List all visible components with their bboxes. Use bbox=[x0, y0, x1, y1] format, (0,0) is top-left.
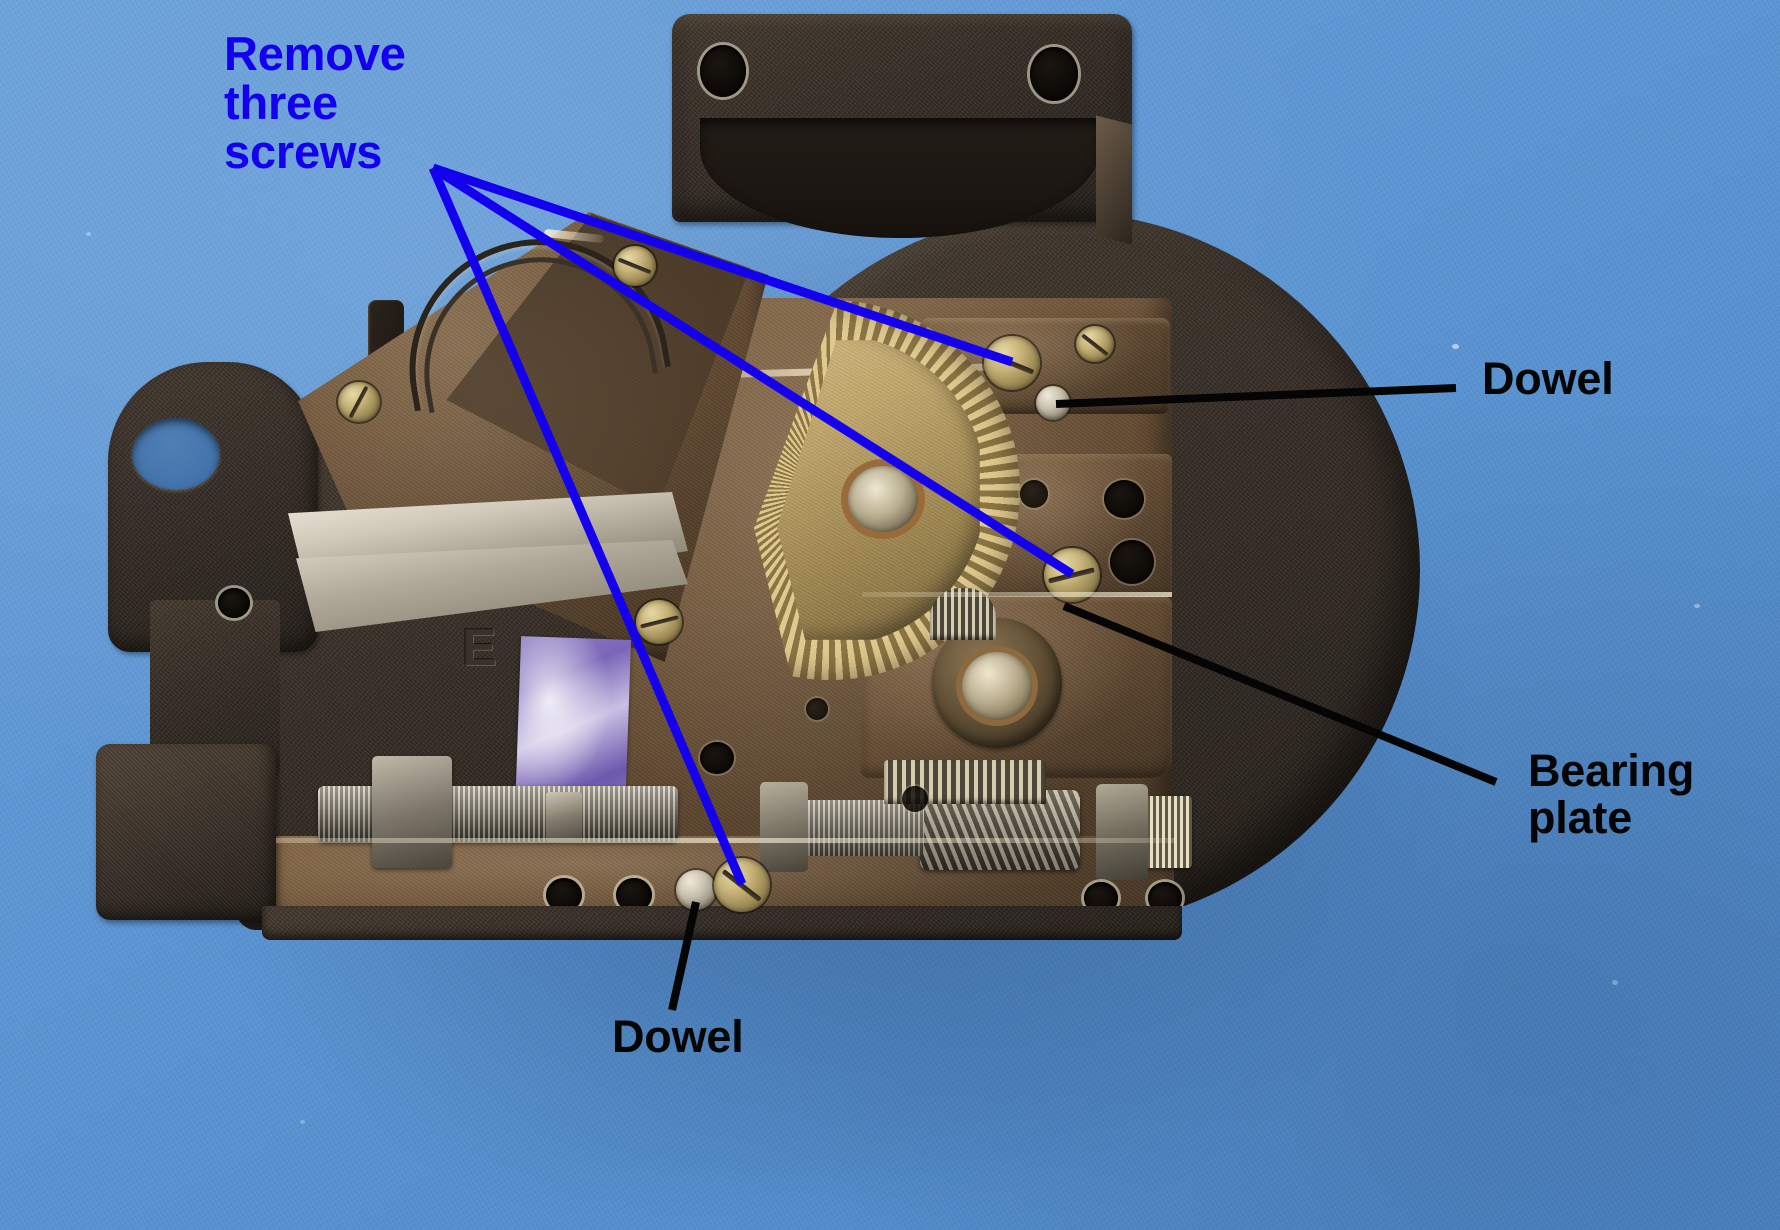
label-bearing-plate: Bearing plate bbox=[1528, 745, 1695, 843]
dowel-pin-upper bbox=[1036, 386, 1070, 420]
bearing-plate-hole-5 bbox=[700, 742, 734, 774]
screw-plate-small bbox=[1076, 326, 1114, 362]
worm-shaft bbox=[798, 800, 924, 856]
base-strip bbox=[262, 906, 1182, 940]
screw-cover-bottom bbox=[636, 600, 682, 644]
cloth-speck bbox=[1612, 980, 1618, 985]
label-dowel-upper: Dowel bbox=[1482, 353, 1614, 404]
dowel-pin-lower bbox=[676, 870, 716, 910]
label-dowel-lower: Dowel bbox=[612, 1011, 744, 1062]
cloth-speck bbox=[1694, 604, 1700, 608]
worm-end-cap bbox=[760, 782, 808, 872]
instruction-label-remove-three-screws: Remove three screws bbox=[224, 27, 406, 178]
embossed-letter: E bbox=[462, 619, 497, 677]
bracket-bolt-hole-right bbox=[1030, 47, 1078, 101]
shaft-collar-left bbox=[372, 756, 452, 868]
edge-highlight-3 bbox=[276, 838, 1176, 843]
knurled-shaft-end bbox=[1144, 796, 1192, 868]
copper-bushing bbox=[848, 466, 918, 532]
screw-upper-right bbox=[984, 336, 1040, 390]
screw-upper-left-cover bbox=[338, 382, 380, 422]
shaft-boss-right bbox=[1096, 784, 1148, 880]
bracket-edge-highlight bbox=[1096, 115, 1132, 245]
bearing-plate-hole-1 bbox=[1104, 480, 1144, 518]
shaft-nut bbox=[546, 792, 582, 842]
screw-bottom-center bbox=[714, 858, 770, 912]
cloth-speck bbox=[86, 232, 91, 236]
plate-hole-left bbox=[218, 588, 250, 618]
edge-highlight-2 bbox=[862, 592, 1172, 597]
screw-cover-top bbox=[614, 246, 656, 286]
bearing-plate-hole-4 bbox=[806, 698, 828, 720]
bracket-bolt-hole-left bbox=[700, 45, 746, 97]
bearing-plate-hole-6 bbox=[902, 786, 928, 812]
cloth-speck bbox=[300, 1120, 305, 1124]
cloth-speck bbox=[1452, 344, 1459, 349]
pivot-screw bbox=[962, 652, 1032, 720]
mounting-tab-hole bbox=[132, 418, 220, 490]
bearing-plate-hole-3 bbox=[1020, 480, 1048, 508]
bearing-plate-hole-2 bbox=[1110, 540, 1154, 584]
rubber-foot bbox=[96, 744, 276, 920]
